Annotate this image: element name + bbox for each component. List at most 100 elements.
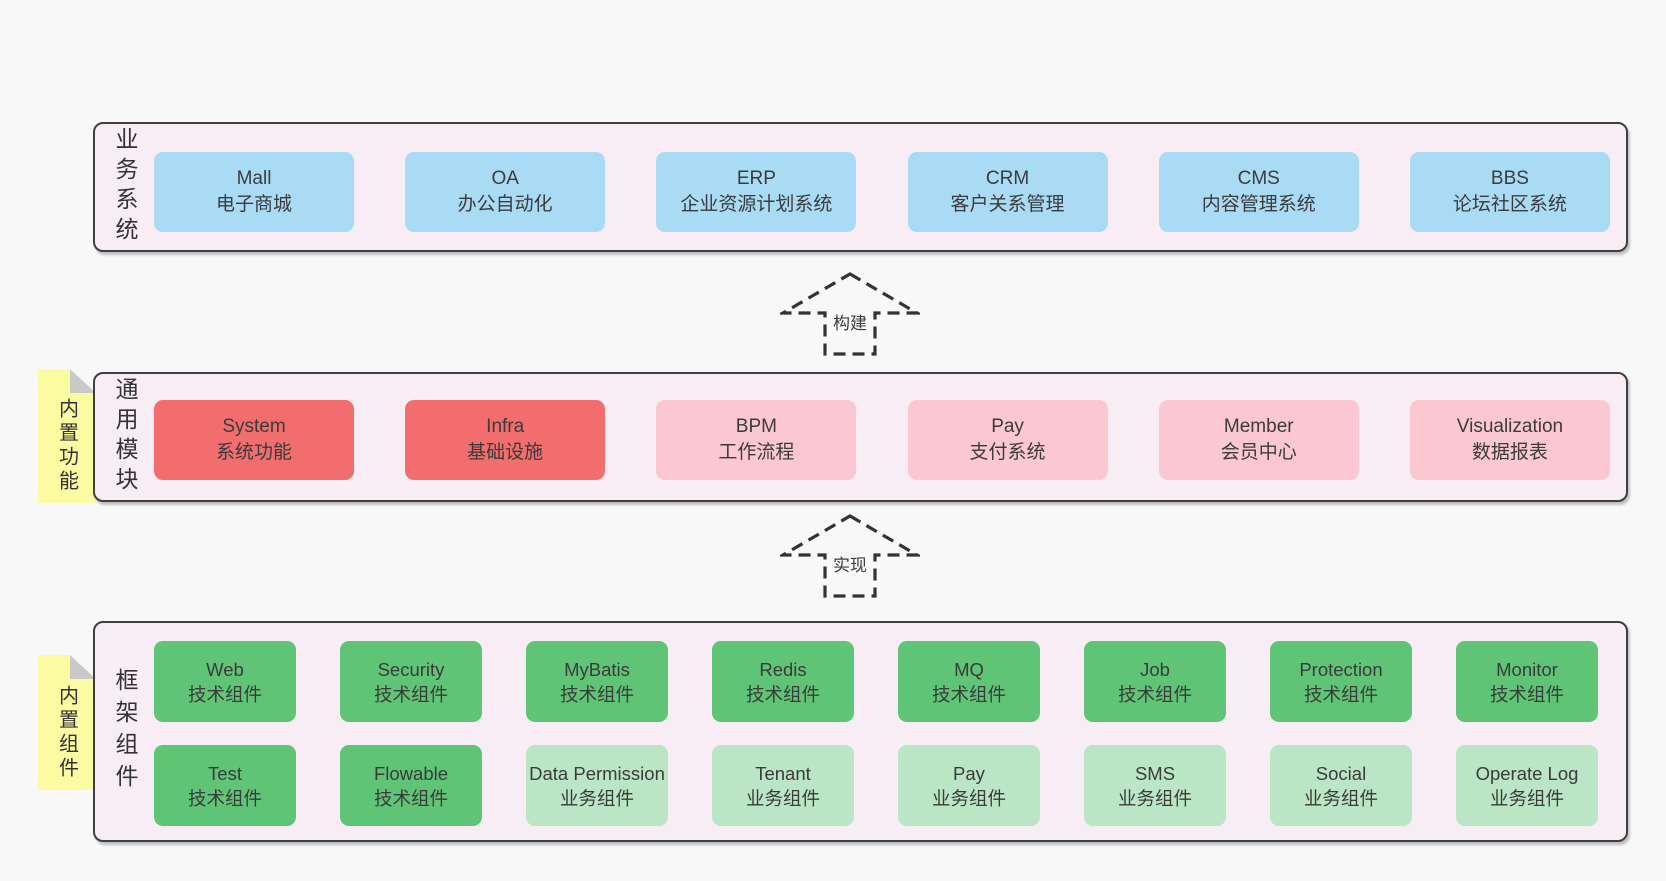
box-subtitle: 技术组件 [745, 683, 820, 705]
box-subtitle: 企业资源计划系统 [680, 194, 833, 215]
box-data-permission: Data Permission 业务组件 [526, 745, 668, 826]
box-job: Job 技术组件 [1084, 641, 1226, 722]
box-subtitle: 技术组件 [931, 683, 1006, 705]
box-subtitle: 技术组件 [373, 683, 448, 705]
business-box-row: Mall 电子商城 OA 办公自动化 ERP 企业资源计划系统 CRM 客户关系… [154, 152, 1610, 232]
box-pay-module: Pay 支付系统 [907, 400, 1108, 480]
box-redis: Redis 技术组件 [712, 641, 854, 722]
box-title: CRM [985, 168, 1030, 189]
box-title: Operate Log [1475, 762, 1579, 784]
components-box-row-2: Test 技术组件 Flowable 技术组件 Data Permission … [154, 745, 1598, 826]
box-title: Monitor [1496, 658, 1558, 680]
box-title: System [222, 416, 286, 437]
box-pay-component: Pay 业务组件 [898, 745, 1040, 826]
box-subtitle: 客户关系管理 [950, 194, 1065, 215]
layer-label: 业务系统 [112, 127, 138, 247]
box-subtitle: 论坛社区系统 [1452, 194, 1567, 215]
box-title: Security [377, 658, 445, 680]
box-title: Web [206, 658, 244, 680]
box-subtitle: 技术组件 [559, 683, 634, 705]
box-subtitle: 会员中心 [1220, 442, 1297, 463]
box-subtitle: 业务组件 [1117, 787, 1192, 809]
build-arrow-icon: 构建 [780, 271, 920, 357]
sticky-note-label: 内置组件 [55, 684, 78, 781]
box-title: Member [1223, 416, 1294, 437]
box-title: Flowable [373, 762, 449, 784]
sticky-note-built-in-functions: 内置功能 [38, 369, 96, 503]
box-protection: Protection 技术组件 [1270, 641, 1412, 722]
box-member: Member 会员中心 [1158, 400, 1359, 480]
box-system: System 系统功能 [154, 400, 354, 480]
box-subtitle: 系统功能 [215, 442, 292, 463]
box-tenant: Tenant 业务组件 [712, 745, 854, 826]
box-subtitle: 电子商城 [215, 194, 292, 215]
box-title: Mall [236, 168, 272, 189]
box-title: Infra [486, 416, 525, 437]
box-title: Social [1315, 762, 1367, 784]
box-social: Social 业务组件 [1270, 745, 1412, 826]
box-subtitle: 数据报表 [1471, 442, 1548, 463]
box-title: Pay [991, 416, 1024, 437]
box-title: BPM [735, 416, 777, 437]
box-title: MyBatis [564, 658, 630, 680]
box-subtitle: 业务组件 [931, 787, 1006, 809]
box-title: CMS [1237, 168, 1280, 189]
box-subtitle: 技术组件 [187, 787, 262, 809]
components-box-row-1: Web 技术组件 Security 技术组件 MyBatis 技术组件 Redi… [154, 641, 1598, 722]
box-subtitle: 工作流程 [718, 442, 795, 463]
box-mq: MQ 技术组件 [898, 641, 1040, 722]
box-title: ERP [736, 168, 776, 189]
box-erp: ERP 企业资源计划系统 [656, 152, 857, 232]
box-sms: SMS 业务组件 [1084, 745, 1226, 826]
box-visualization: Visualization 数据报表 [1409, 400, 1610, 480]
layer-label: 框架组件 [112, 667, 138, 796]
box-operate-log: Operate Log 业务组件 [1456, 745, 1598, 826]
box-subtitle: 技术组件 [373, 787, 448, 809]
box-subtitle: 基础设施 [467, 442, 544, 463]
box-title: Tenant [755, 762, 811, 784]
layer-business-systems: 业务系统 Mall 电子商城 OA 办公自动化 ERP 企业资源计划系统 CRM… [93, 122, 1628, 252]
box-crm: CRM 客户关系管理 [907, 152, 1108, 232]
box-title: SMS [1134, 762, 1176, 784]
box-title: Redis [759, 658, 807, 680]
box-mall: Mall 电子商城 [154, 152, 354, 232]
box-title: Data Permission [529, 762, 665, 784]
sticky-note-built-in-components: 内置组件 [38, 655, 96, 790]
modules-box-row: System 系统功能 Infra 基础设施 BPM 工作流程 Pay 支付系统… [154, 400, 1610, 480]
box-subtitle: 内容管理系统 [1201, 194, 1316, 215]
layer-framework-components: 框架组件 Web 技术组件 Security 技术组件 MyBatis 技术组件… [93, 621, 1628, 842]
box-bbs: BBS 论坛社区系统 [1409, 152, 1610, 232]
box-subtitle: 业务组件 [745, 787, 820, 809]
box-subtitle: 技术组件 [187, 683, 262, 705]
box-mybatis: MyBatis 技术组件 [526, 641, 668, 722]
box-monitor: Monitor 技术组件 [1456, 641, 1598, 722]
box-subtitle: 业务组件 [559, 787, 634, 809]
box-title: BBS [1490, 168, 1529, 189]
box-title: Visualization [1456, 416, 1564, 437]
layer-label: 通用模块 [112, 377, 138, 497]
box-subtitle: 支付系统 [969, 442, 1046, 463]
implement-arrow-icon: 实现 [780, 513, 920, 599]
box-title: Job [1140, 658, 1170, 680]
box-title: MQ [954, 658, 984, 680]
box-subtitle: 技术组件 [1303, 683, 1378, 705]
box-title: Protection [1299, 658, 1383, 680]
box-web: Web 技术组件 [154, 641, 296, 722]
box-flowable: Flowable 技术组件 [340, 745, 482, 826]
box-subtitle: 办公自动化 [457, 194, 553, 215]
layer-common-modules: 通用模块 System 系统功能 Infra 基础设施 BPM 工作流程 Pay… [93, 372, 1628, 502]
box-subtitle: 业务组件 [1303, 787, 1378, 809]
box-bpm: BPM 工作流程 [656, 400, 857, 480]
box-subtitle: 技术组件 [1489, 683, 1564, 705]
box-subtitle: 业务组件 [1489, 787, 1564, 809]
box-title: Test [208, 762, 242, 784]
box-test: Test 技术组件 [154, 745, 296, 826]
arrow-label: 构建 [829, 307, 871, 336]
box-security: Security 技术组件 [340, 641, 482, 722]
sticky-note-label: 内置功能 [55, 398, 78, 494]
arrow-label: 实现 [829, 549, 871, 578]
box-title: Pay [953, 762, 985, 784]
box-infra: Infra 基础设施 [405, 400, 606, 480]
box-oa: OA 办公自动化 [405, 152, 606, 232]
